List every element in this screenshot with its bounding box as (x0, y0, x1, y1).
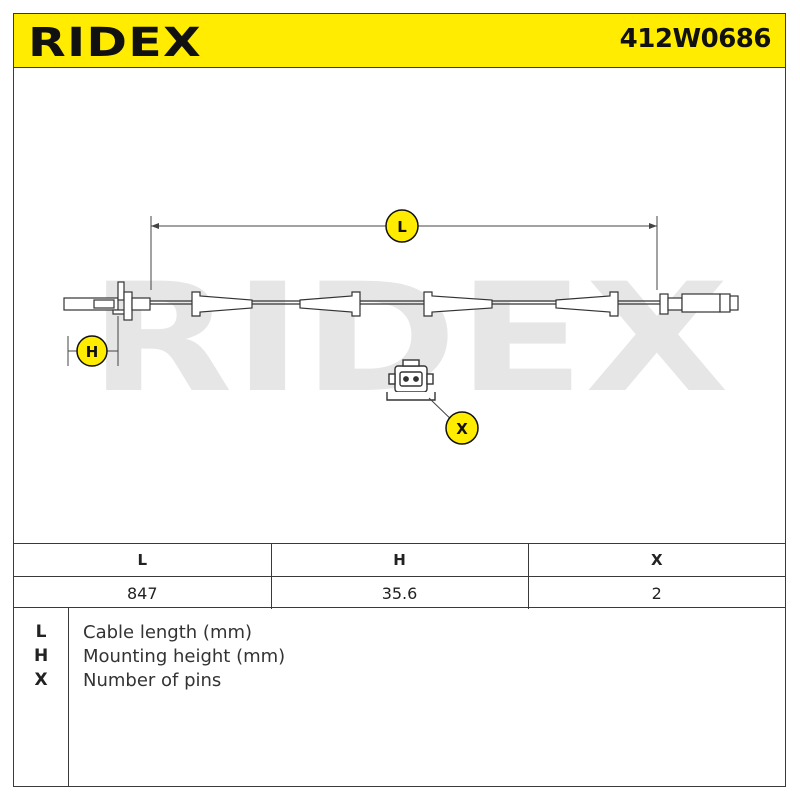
callout-x: X (445, 411, 479, 445)
spec-table-row: 847 35.6 2 (14, 576, 785, 609)
spec-value-h: 35.6 (270, 576, 528, 609)
spec-header-h: H (270, 543, 528, 577)
arrow-right-icon (649, 223, 657, 229)
header-bar: RIDEX 412W0686 (14, 14, 785, 68)
legend: L Cable length (mm) H Mounting height (m… (14, 607, 785, 786)
spec-value-l: 847 (14, 576, 271, 609)
legend-divider (68, 608, 69, 786)
legend-item: L Cable length (mm) (14, 622, 785, 646)
ridex-logo: RIDEX (28, 20, 202, 66)
spec-header-x: X (527, 543, 785, 577)
callout-h-label: H (86, 343, 99, 361)
spec-table: L H X 847 35.6 2 (14, 543, 785, 609)
callout-h: H (76, 335, 108, 367)
legend-key: L (35, 622, 47, 642)
legend-item: X Number of pins (14, 670, 785, 694)
abs-sensor-cable-icon (63, 281, 739, 321)
product-sheet: RIDEX 412W0686 RIDEX L (13, 13, 786, 787)
spec-table-header: L H X (14, 543, 785, 577)
brand-logo-text: RIDEX (28, 20, 202, 66)
callout-x-label: X (456, 420, 468, 438)
spec-header-l: L (14, 543, 271, 577)
callout-l-label: L (397, 218, 407, 236)
legend-key: H (34, 646, 49, 666)
legend-text: Cable length (mm) (83, 622, 253, 643)
technical-drawing: RIDEX L (14, 68, 785, 543)
part-number: 412W0686 (619, 24, 772, 54)
spec-value-x: 2 (527, 576, 785, 609)
drawing-canvas: RIDEX L (63, 209, 739, 445)
legend-key: X (34, 670, 48, 690)
connector-2-pin-icon (386, 359, 436, 401)
legend-item: H Mounting height (mm) (14, 646, 785, 670)
legend-text: Mounting height (mm) (83, 646, 286, 667)
callout-l: L (385, 209, 419, 243)
legend-text: Number of pins (83, 670, 222, 691)
arrow-left-icon (151, 223, 159, 229)
